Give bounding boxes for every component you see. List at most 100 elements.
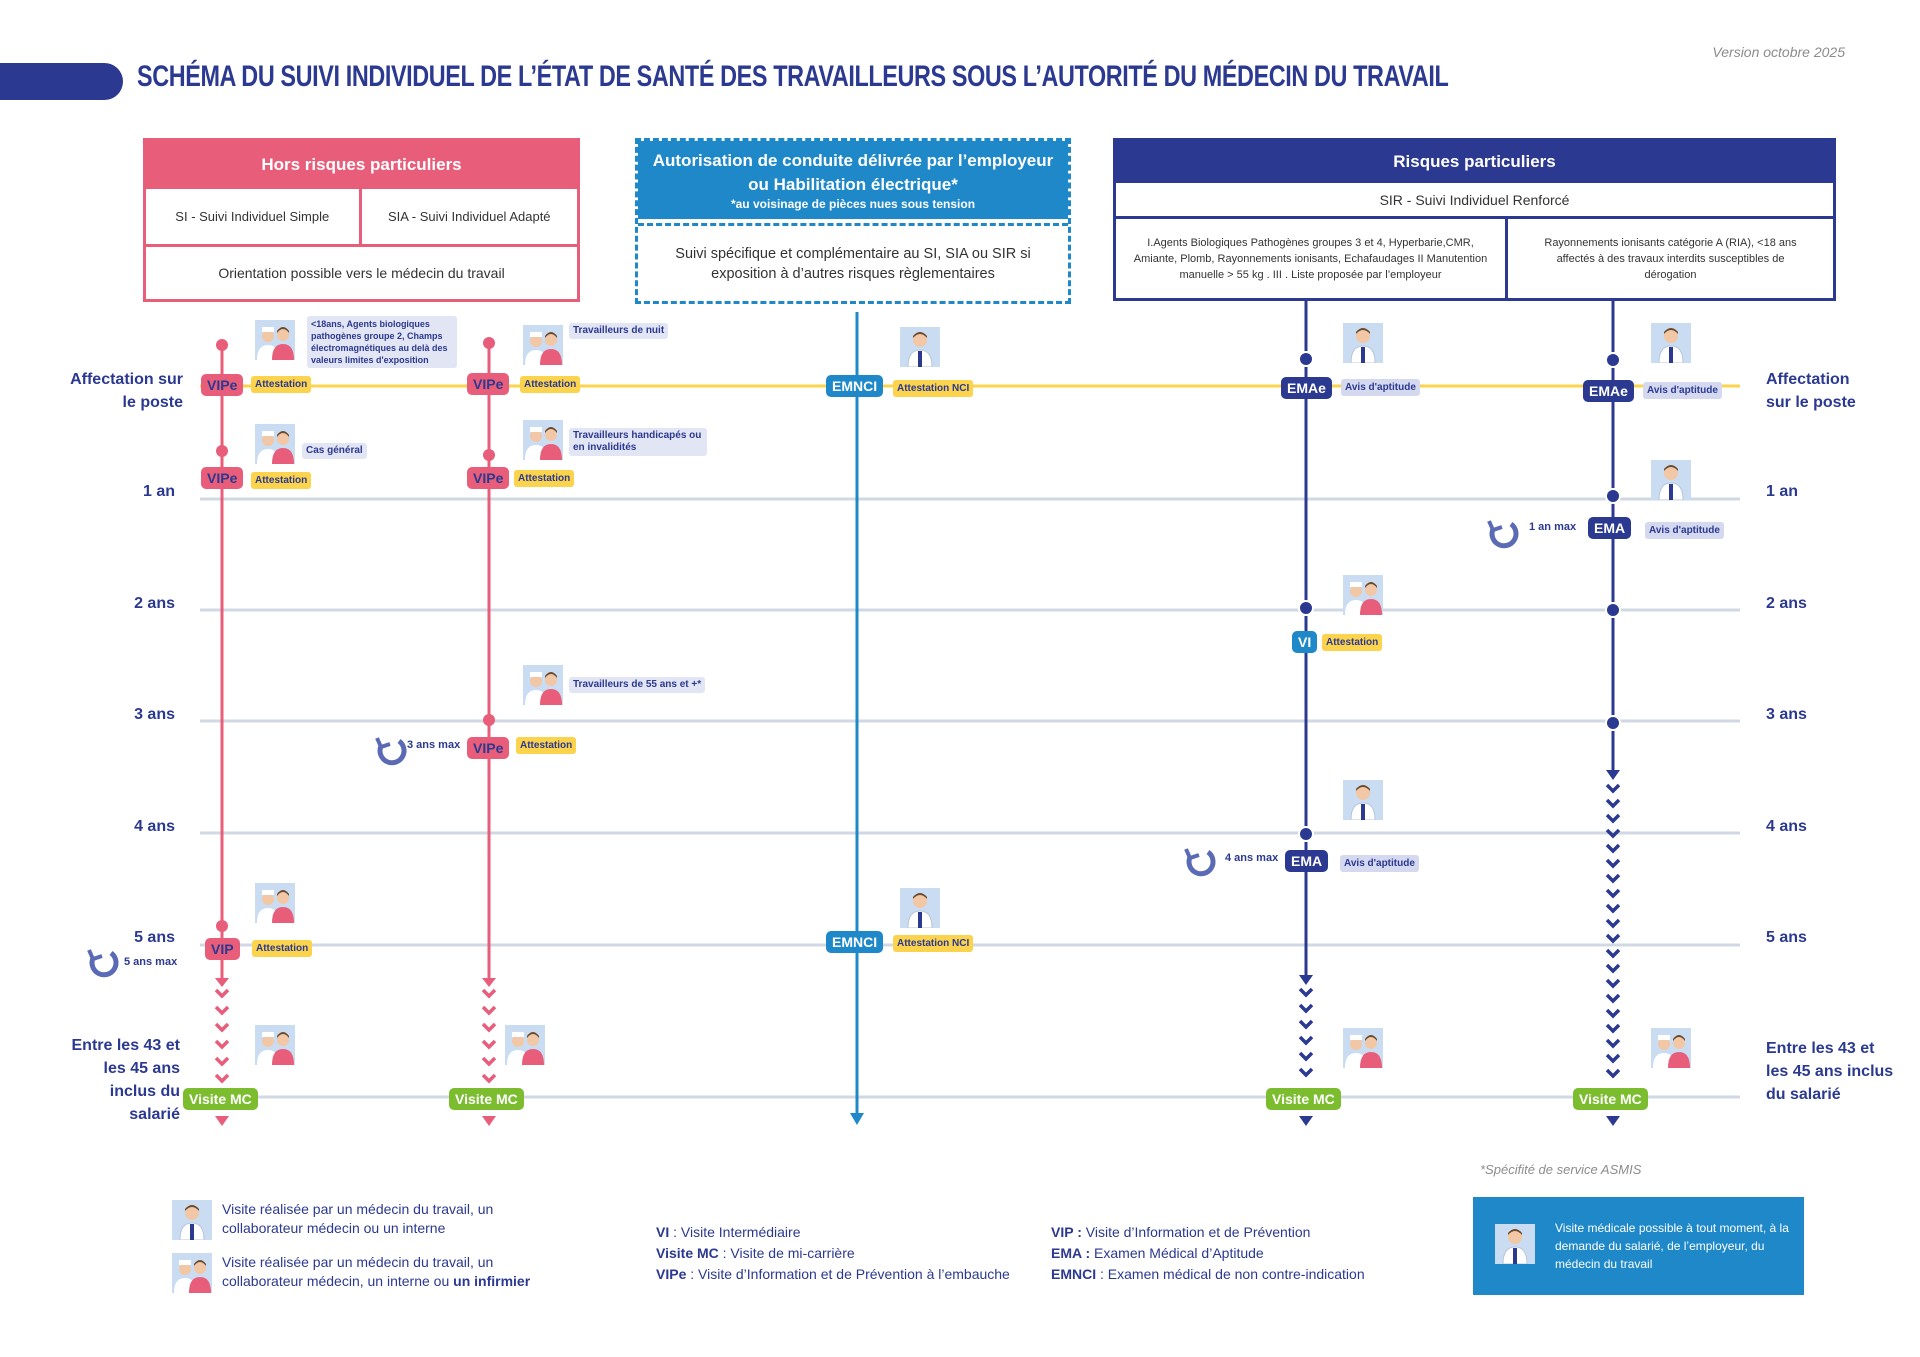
badge-vipe-sia: VIPe xyxy=(467,373,510,395)
note-55ans: Travailleurs de 55 ans et +* xyxy=(569,677,706,693)
tag-attestation: Attestation xyxy=(514,470,575,487)
sir-left-end-arrow xyxy=(1299,1116,1313,1126)
autorisation-title: Autorisation de conduite délivrée par l’… xyxy=(652,151,1054,194)
doctor-nurse-icon xyxy=(523,325,563,365)
legend-doctor-nurse-icon xyxy=(172,1253,212,1293)
doctor-icon xyxy=(1343,323,1383,363)
row-5ans-left: 5 ans xyxy=(134,929,175,946)
row-mc-left: Entre les 43 et les 45 ans inclus du sal… xyxy=(71,1037,181,1123)
row-1an-right: 1 an xyxy=(1766,483,1799,500)
navy-dots xyxy=(1298,351,1621,842)
badge-visite-mc-sir-left: Visite MC xyxy=(1266,1088,1341,1110)
tag-avis-aptitude: Avis d'aptitude xyxy=(1645,522,1724,539)
abbr-emnci-key: EMNCI xyxy=(1051,1266,1097,1282)
sia-chevrons xyxy=(481,988,497,1083)
tag-attestation: Attestation xyxy=(516,737,577,754)
medbox-doctor-icon xyxy=(1495,1224,1535,1264)
cycle-icon-3ans xyxy=(375,737,407,766)
badge-emae-left: EMAe xyxy=(1281,377,1332,399)
doctor-nurse-icon xyxy=(1343,1028,1383,1068)
version-label: Version octobre 2025 xyxy=(1712,44,1845,60)
badge-emnci-5ans: EMNCI xyxy=(826,931,884,953)
doctor-icon xyxy=(1343,780,1383,820)
abbr-vipe-value: : Visite d’Information et de Prévention … xyxy=(686,1266,1010,1282)
emnci-arrowhead xyxy=(850,1113,864,1125)
medbox-text: Visite médicale possible à tout moment, … xyxy=(1555,1221,1789,1271)
row-3ans-left: 3 ans xyxy=(134,706,175,723)
abbr-vip-value: Visite d’Information et de Prévention xyxy=(1081,1224,1311,1240)
si-label: SI - Suivi Individuel Simple xyxy=(146,189,362,247)
tag-attestation-nci: Attestation NCI xyxy=(893,380,974,397)
sia-end-arrow xyxy=(482,1116,496,1126)
autorisation-header: Autorisation de conduite délivrée par l’… xyxy=(638,141,1068,219)
sir-right-end-arrow xyxy=(1606,1116,1620,1126)
row-4ans-left: 4 ans xyxy=(134,818,175,835)
row-4ans-right: 4 ans xyxy=(1766,818,1807,835)
sir-right-chevrons xyxy=(1605,783,1621,1078)
risques-left-list: I.Agents Biologiques Pathogènes groupes … xyxy=(1116,219,1508,298)
row-affectation-left: Affectation sur le poste xyxy=(70,371,183,411)
page-title: SCHÉMA DU SUIVI INDIVIDUEL DE L’ÉTAT DE … xyxy=(137,60,1449,93)
autorisation-subtitle: *au voisinage de pièces nues sous tensio… xyxy=(730,197,976,211)
tag-avis-aptitude: Avis d'aptitude xyxy=(1643,382,1722,399)
doctor-nurse-icon xyxy=(255,320,295,360)
doctor-icon xyxy=(1651,460,1691,500)
badge-vipe-general: VIPe xyxy=(201,467,244,489)
badge-vipe-3ans: VIPe xyxy=(467,737,510,759)
badge-ema-1an: EMA xyxy=(1588,517,1632,539)
label-1an-max: 1 an max xyxy=(1529,521,1577,533)
medical-visit-box: Visite médicale possible à tout moment, … xyxy=(1473,1197,1804,1295)
cycle-icon-4ans xyxy=(1184,848,1216,877)
tag-attestation: Attestation xyxy=(252,940,313,957)
legend-nurse-text: Visite réalisée par un médecin du travai… xyxy=(222,1253,552,1291)
box-risques-particuliers: Risques particuliers SIR - Suivi Individ… xyxy=(1113,138,1836,301)
badge-ema-4ans: EMA xyxy=(1285,850,1329,872)
doctor-nurse-icon xyxy=(1343,575,1383,615)
abbr-mc-key: Visite MC xyxy=(656,1245,719,1261)
doctor-nurse-icon xyxy=(255,424,295,464)
risques-right-list: Rayonnements ionisants catégorie A (RIA)… xyxy=(1544,236,1797,281)
doctor-icon xyxy=(900,888,940,928)
tag-attestation: Attestation xyxy=(1322,634,1383,651)
row-3ans-right: 3 ans xyxy=(1766,706,1807,723)
badge-emae-right: EMAe xyxy=(1583,380,1634,402)
abbr-emnci-value: : Examen médical de non contre-indicatio… xyxy=(1096,1266,1365,1282)
badge-visite-mc-si: Visite MC xyxy=(183,1088,258,1110)
title-bar-accent xyxy=(0,63,123,100)
doctor-nurse-icon xyxy=(505,1025,545,1065)
box-hors-risques: Hors risques particuliers SI - Suivi Ind… xyxy=(143,138,580,302)
doctor-nurse-icon xyxy=(523,420,563,460)
badge-vip: VIP xyxy=(205,938,240,960)
doctor-nurse-icon xyxy=(255,1025,295,1065)
row-2ans-right: 2 ans xyxy=(1766,595,1807,612)
orientation-label: Orientation possible vers le médecin du … xyxy=(218,265,505,281)
risques-title: Risques particuliers xyxy=(1116,141,1833,183)
row-mc-right: Entre les 43 et les 45 ans inclus du sal… xyxy=(1766,1040,1894,1103)
note-cas-general: Cas général xyxy=(302,443,367,459)
asmis-footnote: *Spécifité de service ASMIS xyxy=(1480,1162,1642,1177)
doctor-icon xyxy=(1651,323,1691,363)
badge-visite-mc-sia: Visite MC xyxy=(449,1088,524,1110)
si-end-arrow xyxy=(215,1116,229,1126)
abbr-vip-key: VIP : xyxy=(1051,1224,1082,1240)
label-5ans-max: 5 ans max xyxy=(124,956,178,968)
abbr-emnci: EMNCI : Examen médical de non contre-ind… xyxy=(1051,1264,1365,1284)
badge-emnci-affectation: EMNCI xyxy=(826,375,884,397)
abbr-ema: EMA : Examen Médical d’Aptitude xyxy=(1051,1243,1264,1263)
abbr-ema-key: EMA : xyxy=(1051,1245,1091,1261)
doctor-nurse-icon xyxy=(1651,1028,1691,1068)
abbr-vi-value: : Visite Intermédiaire xyxy=(669,1224,801,1240)
gridlines xyxy=(200,497,1740,1099)
abbr-mc: Visite MC : Visite de mi-carrière xyxy=(656,1243,855,1263)
note-18ans: <18ans, Agents biologiques pathogènes gr… xyxy=(307,316,457,368)
sia-label: SIA - Suivi Individuel Adapté xyxy=(361,189,577,247)
legend-nurse-text-b: un infirmier xyxy=(453,1273,531,1289)
abbr-ema-value: Examen Médical d’Aptitude xyxy=(1090,1245,1264,1261)
autorisation-body: Suivi spécifique et complémentaire au SI… xyxy=(638,223,1068,301)
abbr-vipe-key: VIPe xyxy=(656,1266,687,1282)
abbr-vip: VIP : Visite d’Information et de Prévent… xyxy=(1051,1222,1310,1242)
legend-doctor-icon xyxy=(172,1200,212,1240)
badge-vi: VI xyxy=(1292,631,1318,653)
note-handicap: Travailleurs handicapés ou en invalidité… xyxy=(569,428,707,456)
